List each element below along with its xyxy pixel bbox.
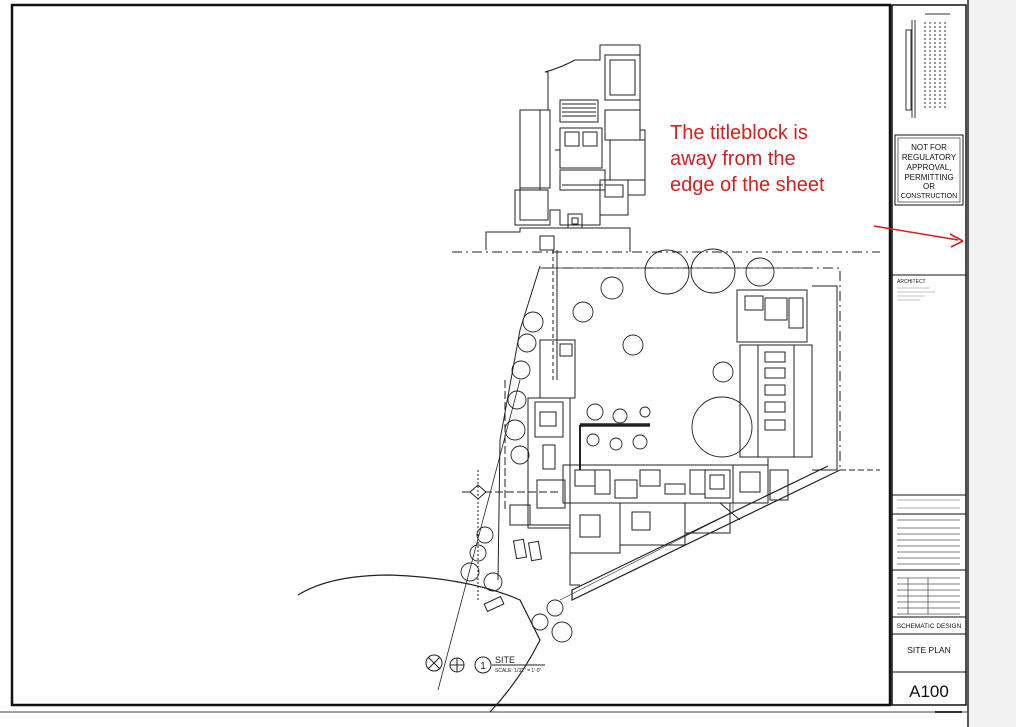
annotation-line-1: The titleblock is <box>670 122 808 144</box>
stamp-line-3: APPROVAL, <box>907 163 952 172</box>
stamp-line-4: PERMITTING <box>904 173 953 182</box>
paper-margin <box>968 0 1016 727</box>
not-for-construction-stamp <box>894 134 964 206</box>
phase-label: SCHEMATIC DESIGN <box>897 623 962 630</box>
stamp-line-5: OR <box>923 182 935 191</box>
annotation-note: The titleblock is away from the edge of … <box>670 120 900 198</box>
architect-label: ARCHITECT <box>897 279 926 285</box>
stamp-line-1: NOT FOR <box>911 143 947 152</box>
sheet-title: SITE PLAN <box>907 645 950 655</box>
south-rooms <box>569 502 741 586</box>
west-wing <box>509 339 576 529</box>
stamp-line-6: CONSTRUCTION <box>901 193 957 200</box>
trees <box>460 248 775 643</box>
callout-scale: SCALE: 1/32" = 1'-0" <box>495 668 542 674</box>
annotation-line-3: edge of the sheet <box>670 174 825 196</box>
titleblock: NOT FOR REGULATORY APPROVAL, PERMITTING … <box>891 4 967 713</box>
annotation-arrow <box>873 225 964 248</box>
annotation-line-2: away from the <box>670 148 796 170</box>
firm-logo-area <box>905 13 950 118</box>
sheet-border <box>10 3 892 707</box>
stamp-line-2: REGULATORY <box>902 153 957 162</box>
site-plan <box>297 44 880 713</box>
callout-number: 1 <box>480 661 486 672</box>
existing-building <box>514 44 646 229</box>
sheet-number: A100 <box>909 682 949 701</box>
drawing-callout: 1 SITE SCALE: 1/32" = 1'-0" <box>474 655 545 674</box>
callout-title: SITE <box>495 655 515 665</box>
garage-wing <box>736 285 838 471</box>
